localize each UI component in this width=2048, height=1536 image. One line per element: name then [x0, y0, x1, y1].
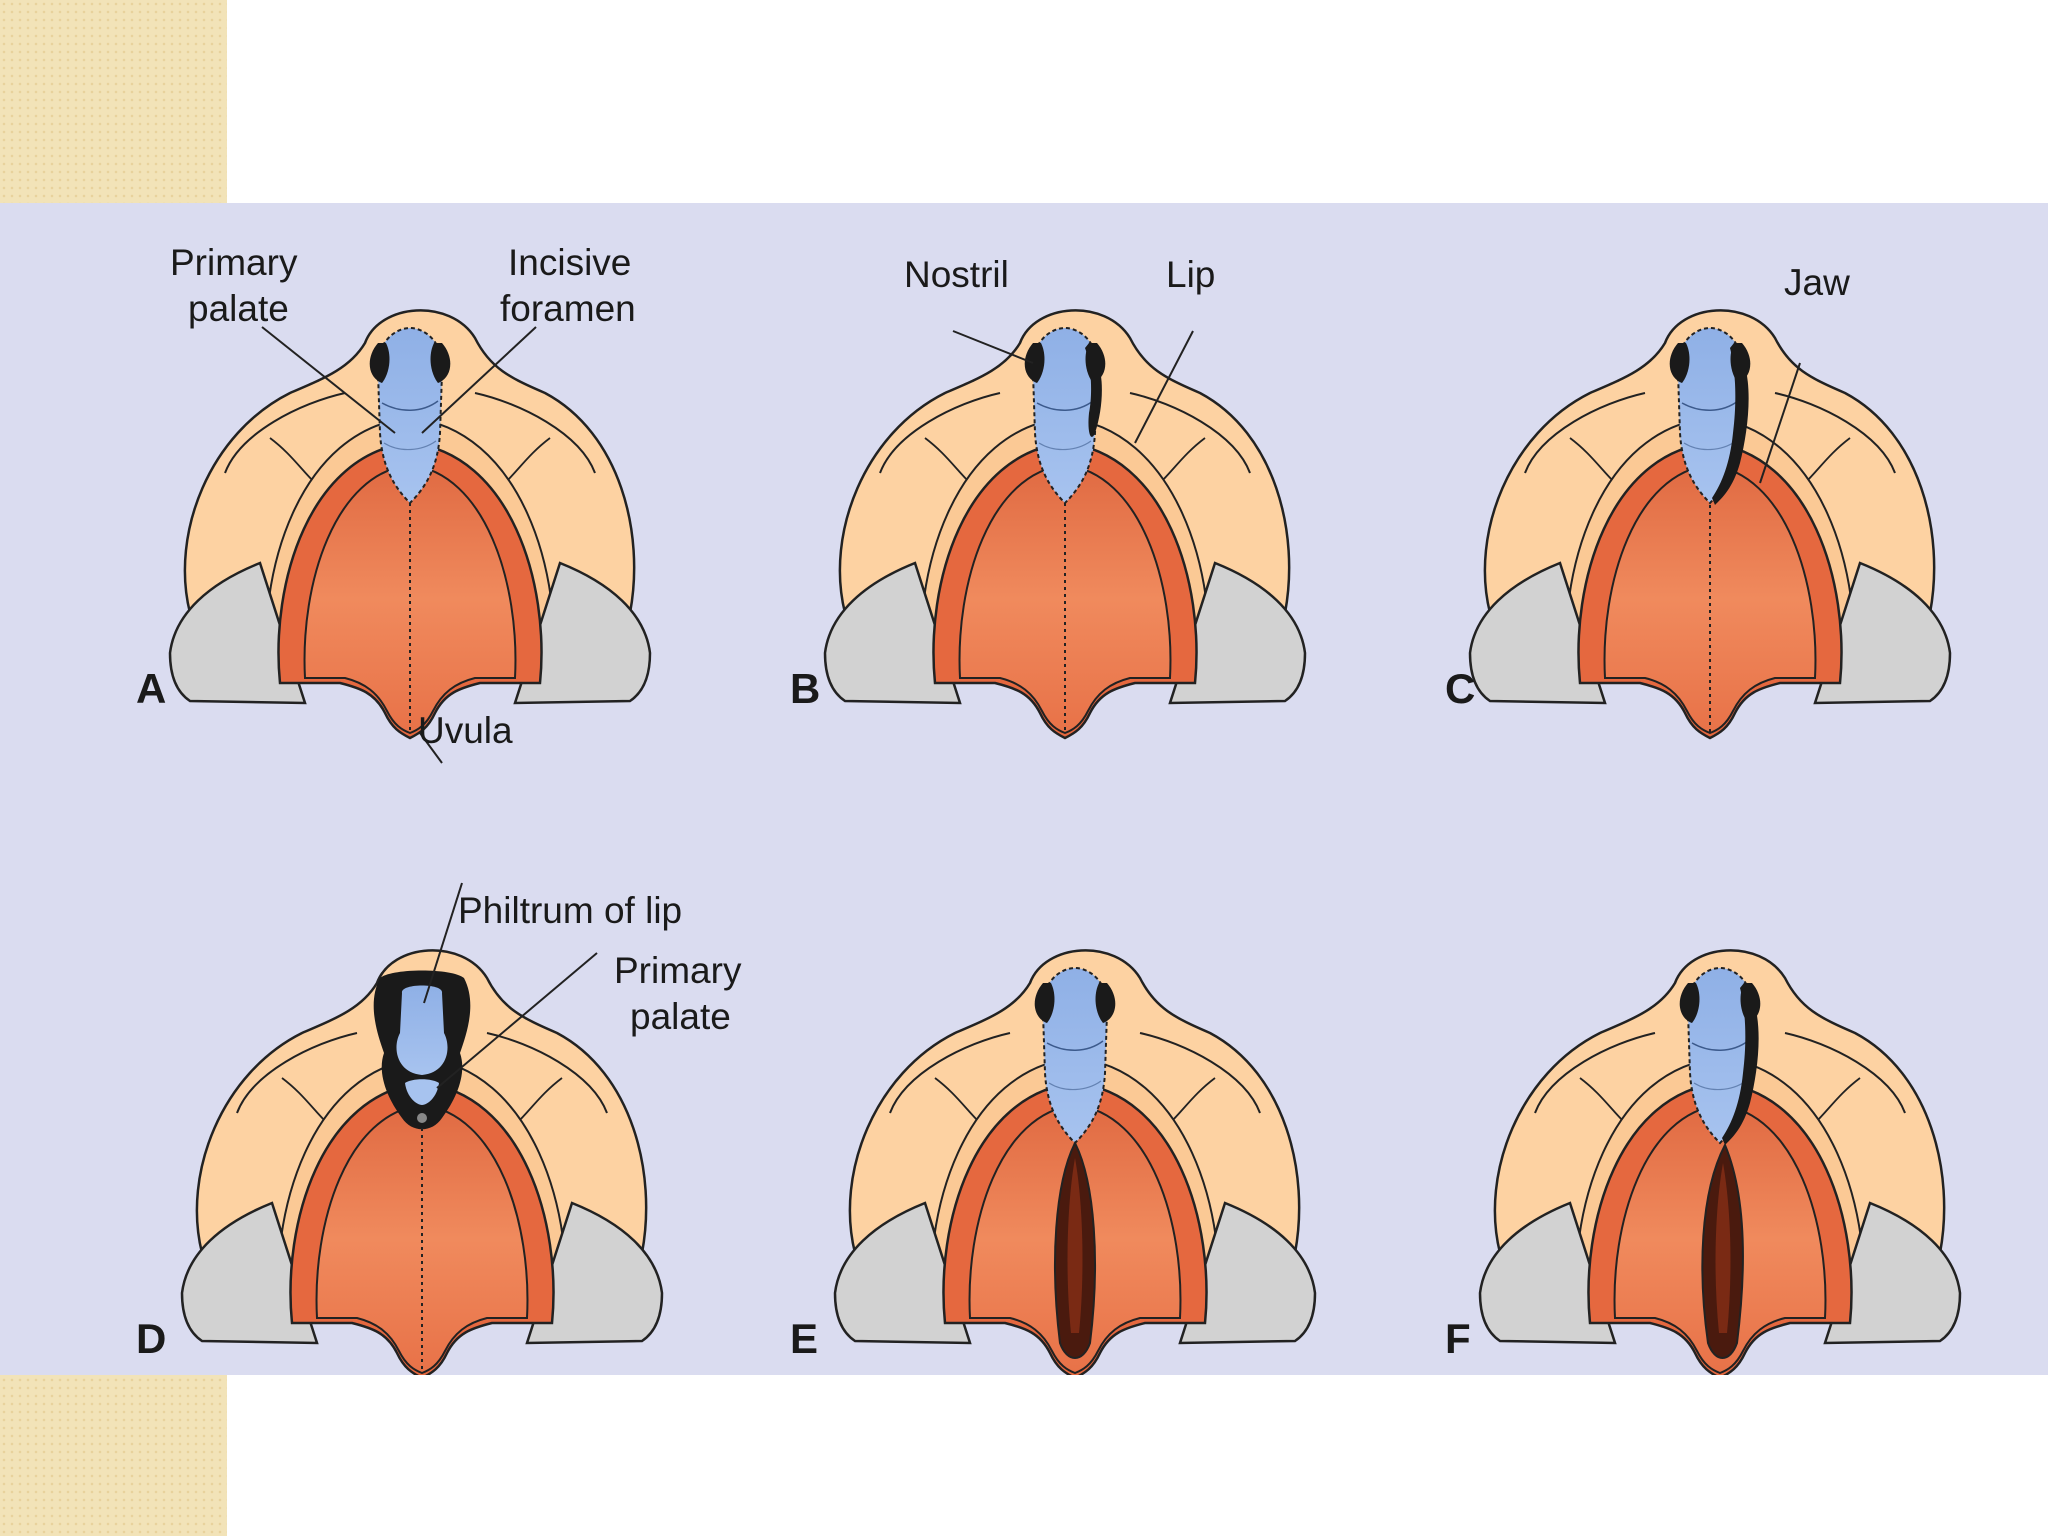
panel-letter-f: F	[1445, 1315, 1471, 1362]
label-primary-palate-d-line2: palate	[630, 996, 731, 1037]
label-incisive-foramen-line1: Incisive	[508, 242, 631, 283]
label-jaw: Jaw	[1784, 262, 1850, 303]
label-primary-palate-a-line2: palate	[188, 288, 289, 329]
panel-letter-a: A	[136, 665, 166, 712]
panel-letter-b: B	[790, 665, 820, 712]
label-uvula: Uvula	[418, 710, 513, 751]
label-philtrum: Philtrum of lip	[458, 890, 682, 931]
panel-b	[825, 310, 1305, 738]
panel-letter-c: C	[1445, 665, 1475, 712]
panel-letter-d: D	[136, 1315, 166, 1362]
panel-f	[1480, 950, 1960, 1375]
panel-c	[1470, 310, 1950, 738]
label-primary-palate-a-line1: Primary	[170, 242, 298, 283]
cleft-palate-diagram: Primary palate Incisive foramen Uvula A …	[0, 203, 2048, 1375]
label-nostril: Nostril	[904, 254, 1009, 295]
panel-e	[835, 950, 1315, 1375]
panel-d	[182, 883, 662, 1375]
panel-letter-e: E	[790, 1315, 818, 1362]
label-incisive-foramen-line2: foramen	[500, 288, 636, 329]
label-lip: Lip	[1166, 254, 1215, 295]
panel-a	[170, 310, 650, 763]
label-primary-palate-d-line1: Primary	[614, 950, 742, 991]
